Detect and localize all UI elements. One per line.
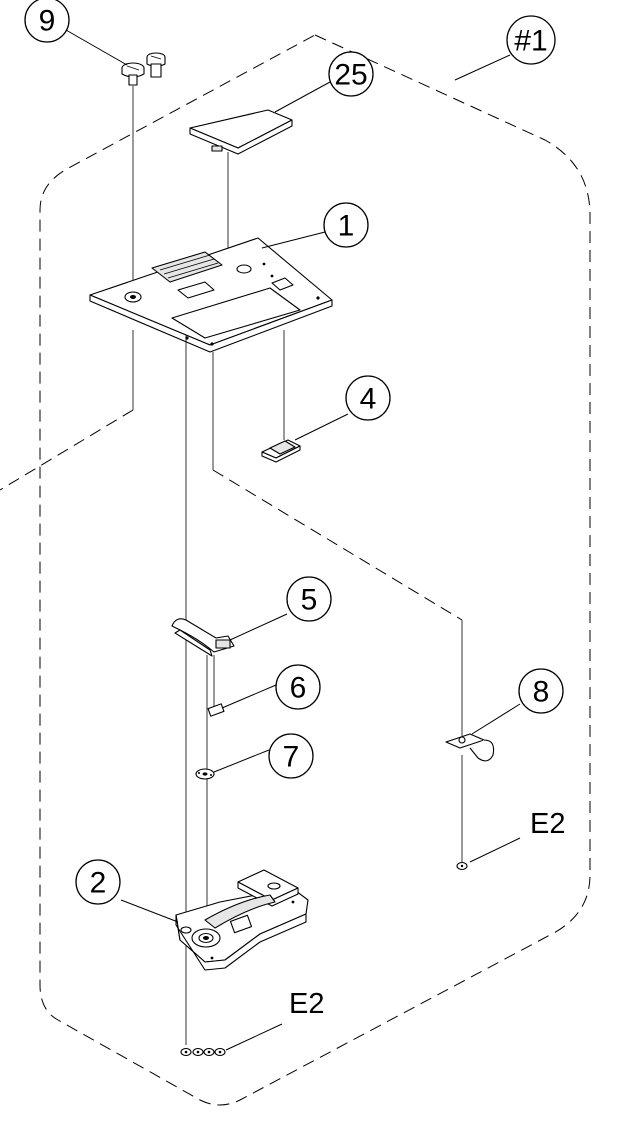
callout-8: 8 [518, 668, 564, 714]
svg-text:1: 1 [338, 210, 355, 243]
svg-text:6: 6 [290, 672, 307, 705]
base-2 [120, 869, 309, 971]
callout-7: 7 [268, 733, 314, 779]
svg-text:4: 4 [360, 383, 377, 416]
screws-e2-bottom [180, 1023, 283, 1057]
assembly-leader [454, 54, 511, 81]
svg-text:7: 7 [283, 741, 300, 774]
screw-e2-right [456, 837, 521, 871]
callout-25: 25 [328, 51, 374, 97]
callout-2: 2 [75, 859, 121, 905]
screw-9-group [65, 29, 166, 86]
screw-icon [146, 52, 166, 78]
callout-6: 6 [275, 664, 321, 710]
callout-4: 4 [345, 375, 391, 421]
svg-text:5: 5 [301, 584, 318, 617]
label-e2-right: E2 [530, 808, 565, 840]
washer-7 [195, 749, 270, 780]
callout-9: 9 [24, 0, 70, 43]
lever-5 [171, 613, 288, 657]
callout-5: 5 [286, 576, 332, 622]
svg-text:8: 8 [533, 676, 550, 709]
svg-text:#1: #1 [514, 25, 547, 58]
screw-icon [121, 62, 145, 86]
svg-text:25: 25 [334, 59, 367, 92]
callout-assembly: #1 [506, 15, 556, 65]
slide-cover [189, 81, 331, 155]
label-e2-bottom: E2 [289, 988, 324, 1020]
svg-text:2: 2 [90, 867, 107, 900]
part-4-bracket [261, 413, 349, 463]
needle-plate [89, 231, 333, 353]
spring-8 [445, 703, 521, 762]
assembly-boundary [39, 34, 591, 1106]
svg-text:9: 9 [39, 5, 56, 38]
plate-to-spring-dashed [212, 469, 463, 621]
screw-axis-extension [0, 409, 134, 491]
callout-1: 1 [323, 202, 369, 248]
pin-6 [207, 684, 277, 717]
